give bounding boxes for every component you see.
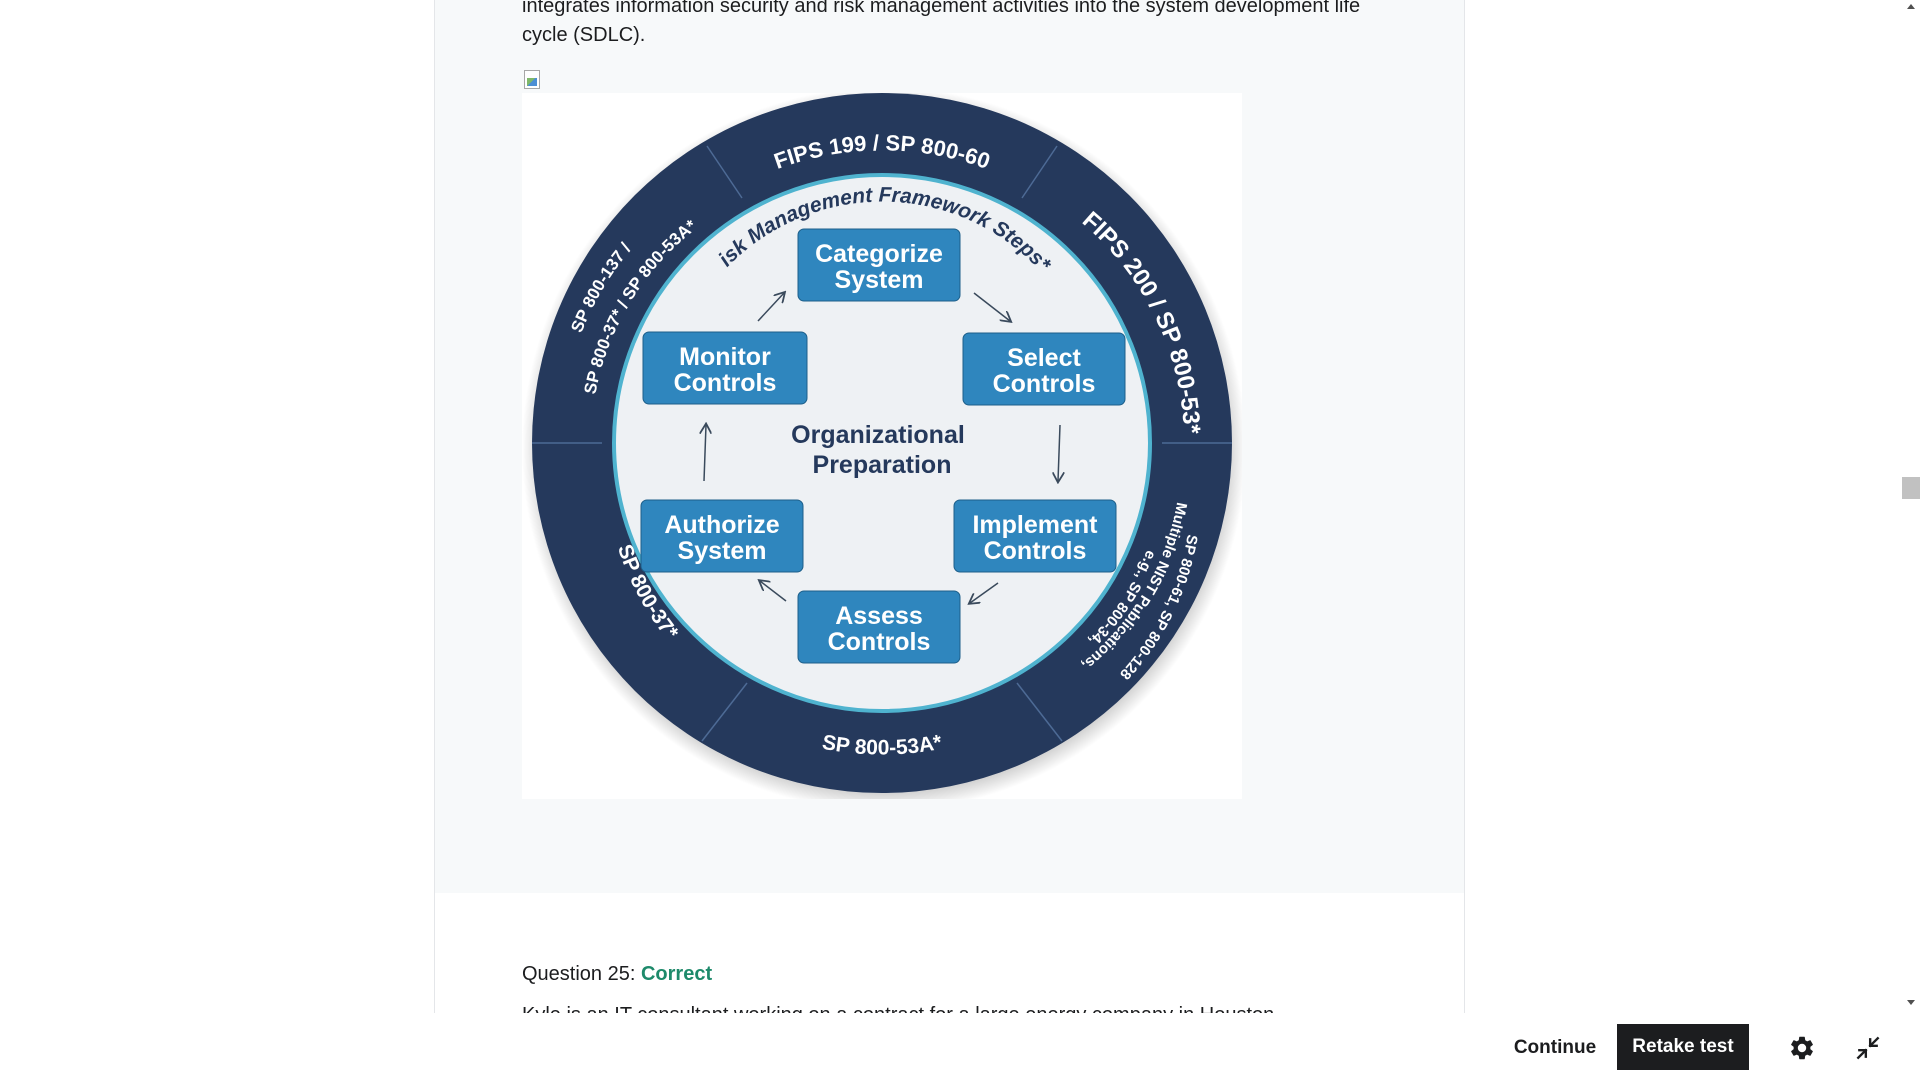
- question-25: Question 25: Correct Kyle is an IT consu…: [435, 893, 1464, 1013]
- svg-text:Controls: Controls: [984, 537, 1087, 565]
- question-text: Kyle is an IT consultant working on a co…: [522, 1001, 1280, 1013]
- step-implement-controls: Implement Controls: [953, 499, 1117, 573]
- inner-circle: [612, 173, 1152, 713]
- question-header: Question 25: Correct: [522, 960, 712, 988]
- step-categorize-system: Categorize System: [797, 228, 961, 302]
- broken-image-icon: [522, 69, 544, 91]
- center-label-line2: Preparation: [813, 451, 952, 479]
- svg-text:System: System: [678, 537, 767, 565]
- quiz-footer: Continue Retake test: [0, 1013, 1920, 1080]
- svg-text:Controls: Controls: [674, 369, 777, 397]
- cycle-arrows: [704, 293, 1060, 603]
- step-assess-controls: Assess Controls: [797, 590, 961, 664]
- question-status: Correct: [640, 963, 713, 985]
- svg-text:Categorize: Categorize: [815, 240, 943, 268]
- svg-text:Implement: Implement: [972, 511, 1098, 539]
- svg-text:Assess: Assess: [835, 602, 923, 630]
- gear-icon[interactable]: [1785, 1031, 1819, 1065]
- question-number: Question 25:: [522, 963, 636, 985]
- quiz-results-column: integrates information security and risk…: [434, 0, 1465, 1013]
- svg-text:System: System: [835, 266, 924, 294]
- retake-test-button[interactable]: Retake test: [1617, 1024, 1749, 1070]
- rmf-diagram: FIPS 199 / SP 800-60 FIPS 200 / SP 800-5…: [514, 75, 1246, 811]
- step-select-controls: Select Controls: [962, 332, 1126, 406]
- center-label-line1: Organizational: [791, 421, 965, 449]
- vertical-scrollbar[interactable]: [1902, 0, 1920, 1013]
- step-monitor-controls: Monitor Controls: [642, 331, 808, 405]
- ring-dividers: [532, 145, 1232, 742]
- collapse-icon[interactable]: [1851, 1031, 1885, 1065]
- content-viewport: integrates information security and risk…: [434, 0, 1465, 1013]
- svg-text:Select: Select: [1007, 344, 1081, 372]
- svg-text:Controls: Controls: [993, 370, 1096, 398]
- svg-text:Controls: Controls: [828, 628, 931, 656]
- scrollbar-thumb[interactable]: [1902, 477, 1920, 499]
- scroll-down-arrow-icon[interactable]: [1907, 1000, 1915, 1005]
- svg-text:Authorize: Authorize: [664, 511, 779, 539]
- step-authorize-system: Authorize System: [640, 499, 804, 573]
- answer-explanation: integrates information security and risk…: [435, 0, 1464, 893]
- continue-button[interactable]: Continue: [1500, 1026, 1610, 1070]
- explanation-text: integrates information security and risk…: [522, 0, 1361, 46]
- svg-text:Monitor: Monitor: [679, 343, 771, 371]
- scroll-up-arrow-icon[interactable]: [1907, 4, 1915, 9]
